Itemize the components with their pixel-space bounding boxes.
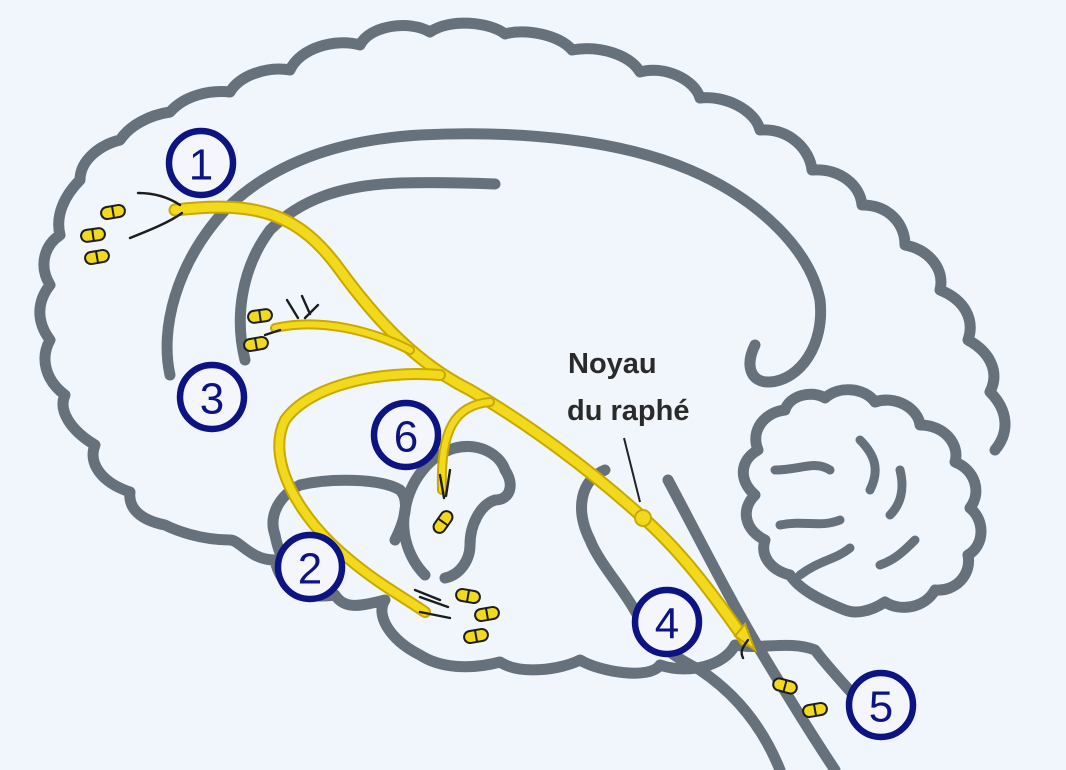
badge-3: 3 <box>180 365 244 429</box>
vesicle <box>802 702 828 718</box>
vesicle-groups <box>80 204 828 718</box>
badge-3-text: 3 <box>200 375 224 424</box>
raphe-nucleus-dot <box>635 510 651 526</box>
vesicle <box>243 336 269 352</box>
cerebellum-folia <box>775 440 915 575</box>
badge-6: 6 <box>374 403 438 467</box>
cortex-outline <box>40 23 1005 725</box>
serotonergic-pathway <box>175 207 755 650</box>
cerebellum-outline <box>743 390 981 612</box>
badge-5-text: 5 <box>869 683 893 732</box>
vesicle <box>80 227 105 242</box>
vesicle <box>474 606 500 622</box>
vesicle <box>463 628 489 644</box>
badge-6-text: 6 <box>394 413 418 462</box>
vesicle <box>100 204 126 220</box>
vesicle <box>247 308 272 323</box>
badge-1-text: 1 <box>189 141 213 190</box>
label-line-1: Noyau <box>568 348 657 380</box>
vesicle <box>84 249 110 265</box>
badge-2: 2 <box>278 535 342 599</box>
badge-4-text: 4 <box>655 600 679 649</box>
badge-2-text: 2 <box>298 545 322 594</box>
label-line-2: du raphé <box>567 395 689 427</box>
badge-4: 4 <box>635 590 699 654</box>
vesicle <box>455 588 481 604</box>
vesicle <box>431 509 455 536</box>
vesicle <box>772 677 798 695</box>
badge-1: 1 <box>169 131 233 195</box>
badge-5: 5 <box>849 673 913 737</box>
label-leader-line <box>624 438 640 502</box>
